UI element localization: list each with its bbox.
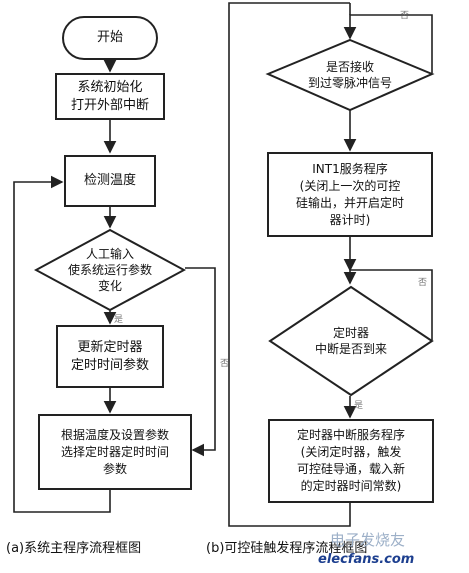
decision-line-2: 使系统运行参数: [67, 263, 152, 277]
zero-cross-decision-text: 是否接收 到过零脉冲信号: [265, 38, 435, 112]
int1-line-2: (关闭上一次的可控: [299, 178, 401, 193]
param-change-decision-text: 人工输入 使系统运行参数 变化: [34, 228, 186, 312]
zc-line-2: 到过零脉冲信号: [307, 76, 392, 90]
detect-temperature-box: 检测温度: [64, 155, 156, 207]
update-timer-box: 更新定时器 定时时间参数: [56, 325, 164, 388]
param-change-decision: [34, 228, 186, 312]
int1-service-box: INT1服务程序 (关闭上一次的可控 硅输出，并开启定时 器计时): [267, 152, 433, 237]
int1-line-1: INT1服务程序: [312, 161, 388, 176]
select-line-2: 选择定时器定时时间: [60, 444, 169, 459]
select-line-1: 根据温度及设置参数: [60, 427, 169, 442]
update-line-1: 更新定时器: [77, 339, 143, 355]
select-line-3: 参数: [102, 461, 127, 476]
start-label: 开始: [96, 30, 123, 45]
init-line-2: 打开外部中断: [70, 97, 149, 113]
no-label-right-top: 否: [400, 11, 410, 21]
watermark-cn: 电子发烧友: [330, 531, 406, 549]
zero-cross-decision: [265, 38, 435, 112]
decision-line-1: 人工输入: [85, 247, 134, 261]
detect-label: 检测温度: [83, 173, 136, 188]
timer-interrupt-decision-text: 定时器 中断是否到来: [268, 285, 434, 397]
caption-right: (b)可控硅触发程序流程框图: [206, 541, 368, 556]
ti-line-1: 定时器: [332, 326, 369, 340]
select-timer-box: 根据温度及设置参数 选择定时器定时时间 参数: [38, 414, 192, 490]
isr-line-1: 定时器中断服务程序: [296, 428, 405, 442]
no-label-left: 否: [220, 359, 230, 369]
decision-line-3: 变化: [97, 279, 122, 293]
ti-line-2: 中断是否到来: [314, 342, 387, 356]
int1-line-3: 硅输出，并开启定时: [295, 195, 404, 210]
timer-interrupt-decision: [268, 285, 434, 397]
update-line-2: 定时时间参数: [70, 357, 149, 373]
timer-isr-box: 定时器中断服务程序 (关闭定时器，触发 可控硅导通，载入新 的定时器时间常数): [268, 419, 434, 503]
start-terminal: 开始: [62, 16, 158, 60]
init-line-1: 系统初始化: [77, 79, 143, 95]
watermark-logo: elecfans.com: [318, 552, 415, 567]
yes-label-left: 是: [114, 315, 124, 325]
init-process-box: 系统初始化 打开外部中断: [55, 73, 165, 120]
no-label-right-mid: 否: [418, 278, 428, 288]
isr-line-4: 的定时器时间常数): [300, 479, 402, 493]
int1-line-4: 器计时): [329, 212, 371, 227]
zc-line-1: 是否接收: [325, 60, 374, 74]
yes-label-right: 是: [354, 401, 364, 411]
isr-line-3: 可控硅导通，载入新: [296, 462, 405, 476]
isr-line-2: (关闭定时器，触发: [300, 445, 402, 459]
caption-left: (a)系统主程序流程框图: [6, 541, 142, 556]
